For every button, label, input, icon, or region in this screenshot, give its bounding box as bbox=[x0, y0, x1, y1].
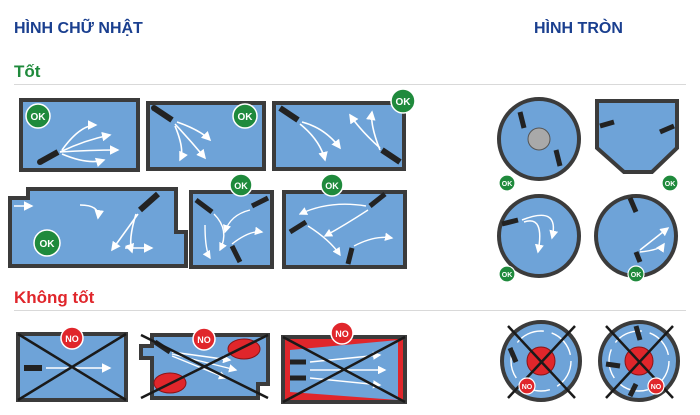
mixer-icon bbox=[507, 347, 519, 363]
ok-badge: OK bbox=[661, 174, 679, 192]
svg-text:NO: NO bbox=[197, 335, 211, 345]
tank-good-3 bbox=[272, 101, 406, 171]
no-badge: NO bbox=[192, 327, 216, 351]
tank-bad-2 bbox=[139, 333, 270, 400]
no-badge: NO bbox=[647, 377, 665, 395]
svg-text:OK: OK bbox=[31, 112, 47, 123]
svg-text:NO: NO bbox=[65, 334, 79, 344]
circle-tank-bad-2 bbox=[598, 320, 680, 402]
circle-tank-bad-1 bbox=[500, 320, 582, 402]
ok-badge: OK bbox=[390, 88, 416, 114]
tank-good-5 bbox=[189, 190, 274, 269]
tank-bad-3 bbox=[281, 335, 407, 404]
svg-text:OK: OK bbox=[40, 239, 56, 250]
mixer-icon bbox=[627, 197, 639, 213]
no-badge: NO bbox=[330, 321, 354, 345]
circle-tank-good-2 bbox=[497, 194, 581, 278]
ok-badge: OK bbox=[25, 103, 51, 129]
ok-badge: OK bbox=[229, 173, 253, 197]
ok-badge: OK bbox=[232, 103, 258, 129]
header-rectangle: HÌNH CHỮ NHẬT bbox=[14, 20, 143, 37]
ok-badge: OK bbox=[498, 265, 516, 283]
mixer-icon bbox=[501, 217, 519, 227]
mixer-icon bbox=[553, 149, 563, 167]
section-good-label: Tốt bbox=[14, 62, 41, 81]
mixer-icon bbox=[599, 119, 615, 129]
mixer-icon bbox=[659, 123, 675, 135]
ok-badge: OK bbox=[498, 174, 516, 192]
svg-text:OK: OK bbox=[502, 272, 513, 279]
mixer-icon bbox=[151, 105, 174, 123]
mixer-icon bbox=[517, 111, 527, 129]
mixer-icon bbox=[380, 147, 402, 165]
ok-badge: OK bbox=[320, 173, 344, 197]
mixer-icon bbox=[633, 251, 643, 263]
svg-text:OK: OK bbox=[396, 97, 412, 108]
svg-text:NO: NO bbox=[651, 384, 662, 391]
svg-text:NO: NO bbox=[522, 384, 533, 391]
divider-bad bbox=[14, 310, 686, 311]
mixer-icon bbox=[288, 219, 308, 235]
ok-badge: OK bbox=[627, 265, 645, 283]
svg-text:NO: NO bbox=[335, 329, 349, 339]
svg-text:OK: OK bbox=[238, 112, 254, 123]
svg-text:OK: OK bbox=[665, 181, 676, 188]
svg-text:OK: OK bbox=[234, 181, 248, 191]
svg-text:OK: OK bbox=[325, 181, 339, 191]
mixer-icon bbox=[229, 244, 243, 264]
mixer-icon bbox=[633, 325, 643, 341]
mixer-icon bbox=[37, 149, 60, 165]
tank-good-4 bbox=[8, 187, 188, 268]
svg-text:OK: OK bbox=[631, 272, 642, 279]
svg-text:OK: OK bbox=[502, 181, 513, 188]
section-bad-label: Không tốt bbox=[14, 288, 95, 307]
circle-tank-good-3 bbox=[594, 194, 678, 278]
no-badge: NO bbox=[518, 377, 536, 395]
hopper-tank-good bbox=[595, 99, 679, 174]
no-badge: NO bbox=[60, 326, 84, 350]
tank-good-6 bbox=[282, 190, 407, 269]
mixer-icon bbox=[368, 192, 387, 208]
header-circle: HÌNH TRÒN bbox=[534, 20, 623, 37]
cross-mark bbox=[17, 332, 127, 402]
mixer-icon bbox=[250, 195, 270, 209]
divider-good bbox=[14, 84, 686, 85]
circle-tank-good-1 bbox=[497, 97, 581, 181]
ok-badge: OK bbox=[33, 229, 61, 257]
mixer-icon bbox=[627, 382, 639, 398]
mixer-icon bbox=[194, 198, 214, 214]
tank-good-1 bbox=[19, 98, 140, 172]
tank-bad-1 bbox=[16, 332, 128, 402]
mixer-icon bbox=[345, 247, 355, 265]
cross-mark bbox=[140, 333, 269, 400]
mixer-icon bbox=[605, 361, 621, 369]
mixer-icon bbox=[138, 191, 160, 213]
mixer-icon bbox=[278, 105, 300, 123]
cross-mark bbox=[282, 335, 406, 404]
